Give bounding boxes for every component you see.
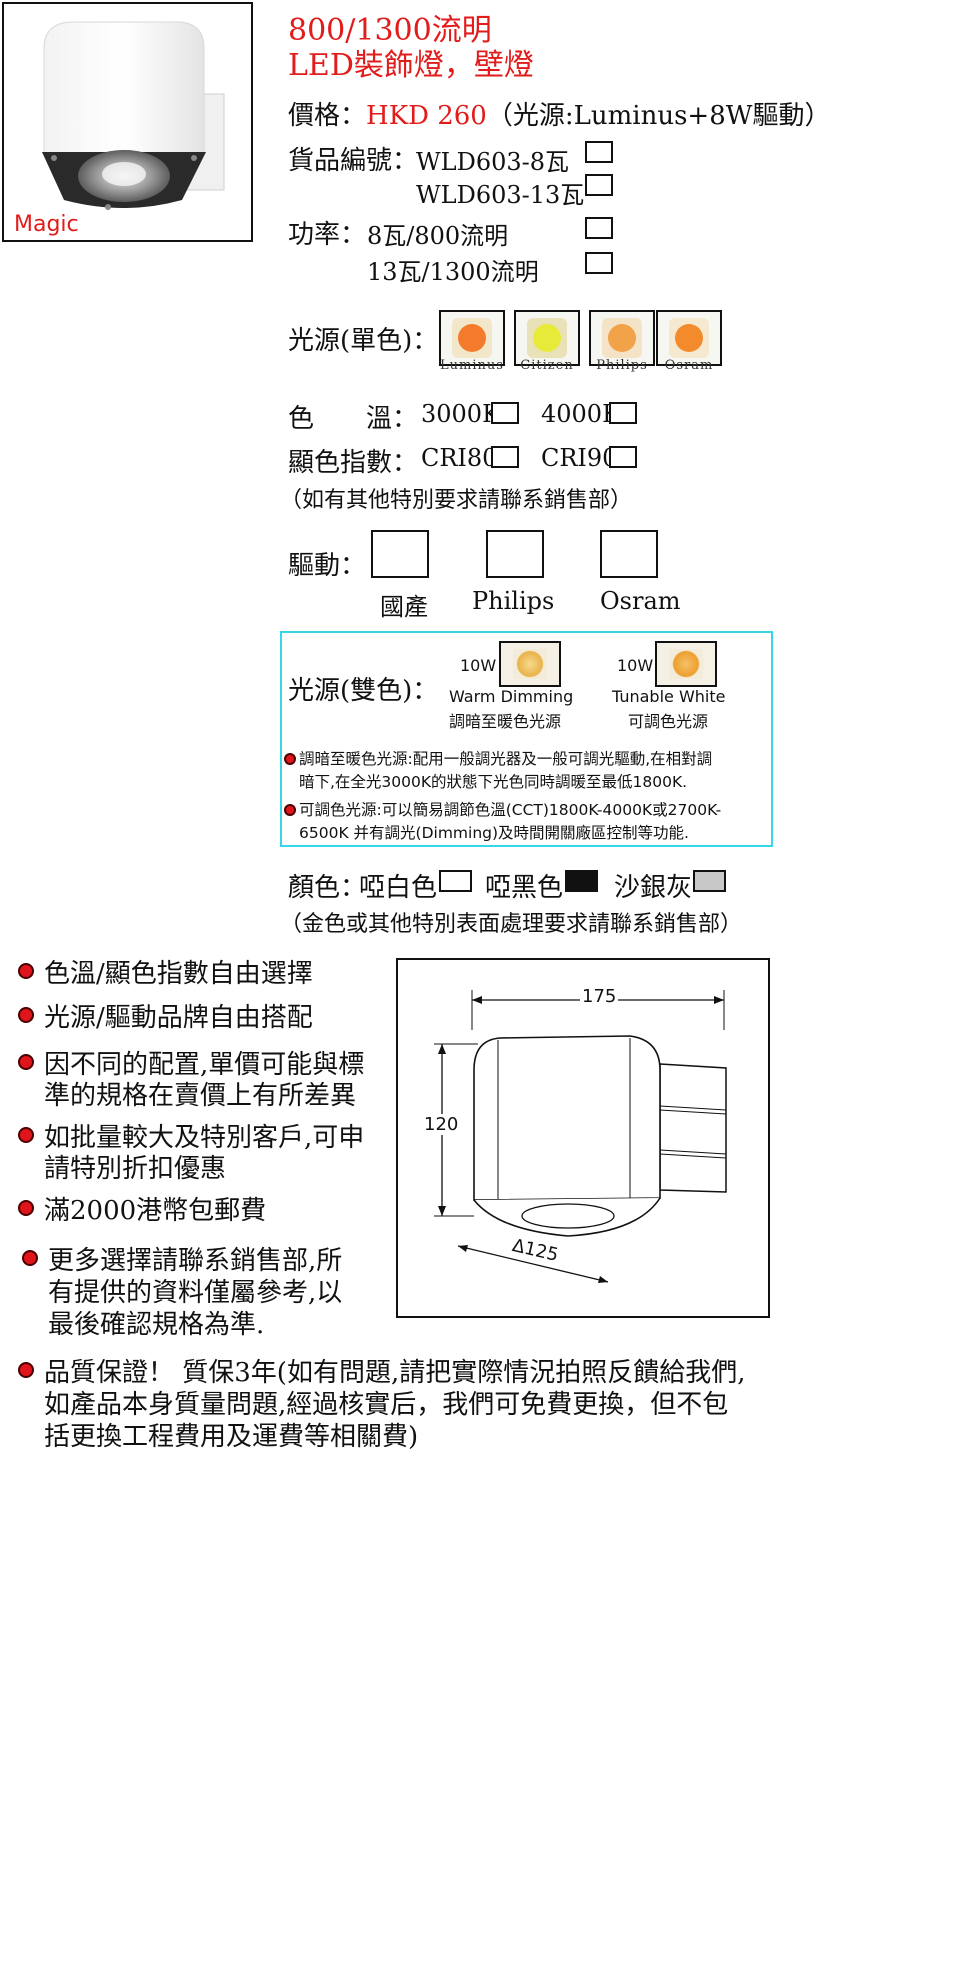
feature-bullet-1 [18,963,34,979]
title-line-2: LED裝飾燈，壁燈 [288,48,534,83]
dual-note-2a: 可調色光源:可以簡易調節色溫(CCT)1800K-4000K或2700K- [299,801,722,819]
color-temp-option-2: 4000K [541,400,621,428]
item-no-checkbox-2[interactable] [585,174,613,196]
dual-note-2b: 6500K 并有調光(Dimming)及時間開關廠區控制等功能. [299,824,689,842]
warranty-line-3: 括更換工程費用及運費等相關費) [44,1422,419,1452]
driver-checkbox-1[interactable] [371,530,429,578]
power-option-2: 13瓦/1300流明 [367,258,539,286]
driver-checkbox-3[interactable] [600,530,658,578]
price-note: （光源:Luminus+8W驅動） [486,101,831,131]
led-philips[interactable] [589,310,655,366]
led-label-osram: Osram [664,358,714,373]
finish-option-3: 沙銀灰 [614,873,693,903]
feature-4b: 請特別折扣優惠 [44,1154,227,1184]
dual-item-1-zh: 調暗至暖色光源 [449,712,562,731]
dual-note-bullet-1 [284,753,296,765]
driver-label: 驅動： [288,551,367,581]
power-label: 功率： [288,220,367,250]
product-photo-frame: Magic [2,2,253,242]
power-checkbox-2[interactable] [585,252,613,274]
feature-bullet-2 [18,1007,34,1023]
led-label-luminus: Luminus [440,358,504,373]
color-temp-option-1: 3000K [421,400,501,428]
led-osram[interactable] [656,310,722,366]
cri-label: 顯色指數： [288,448,419,478]
driver-option-3: Osram [600,587,681,615]
color-temp-label: 色 溫： [288,404,419,434]
dimension-width: 175 [580,986,619,1007]
feature-6a: 更多選擇請聯系銷售部,所 [48,1246,343,1276]
item-no-option-2: WLD603-13瓦 [416,181,585,209]
photo-label: Magic [14,212,79,237]
dual-note-1a: 調暗至暖色光源:配用一般調光器及一般可調光驅動,在相對調 [299,750,713,768]
finish-swatch-silver[interactable] [693,870,726,892]
cri-checkbox-2[interactable] [609,446,637,468]
light-dual-label: 光源(雙色)： [288,676,439,706]
light-single-label: 光源(單色)： [288,326,439,356]
warm-dimming-chip[interactable] [499,641,561,687]
driver-option-1: 國產 [380,593,428,621]
dual-note-1b: 暗下,在全光3000K的狀態下光色同時調暖至最低1800K. [299,773,688,791]
color-temp-checkbox-1[interactable] [491,402,519,424]
warranty-line-2: 如產品本身質量問題,經過核實后，我們可免費更換，但不包 [44,1390,729,1420]
color-temp-checkbox-2[interactable] [609,402,637,424]
finish-swatch-white[interactable] [439,870,472,892]
item-no-checkbox-1[interactable] [585,141,613,163]
feature-2: 光源/驅動品牌自由搭配 [44,1003,313,1033]
feature-3b: 準的規格在賣價上有所差異 [44,1081,357,1111]
price-value: HKD 260 [366,101,487,131]
tunable-white-chip[interactable] [655,641,717,687]
dual-light-panel [280,631,773,847]
cri-option-1: CRI80 [421,444,498,472]
led-label-citizen: Citizen [520,358,574,373]
dimension-height: 120 [424,1114,459,1135]
dual-item-2-watt: 10W [617,656,654,675]
feature-bullet-6 [22,1250,38,1266]
feature-6c: 最後確認規格為準. [48,1310,265,1340]
feature-bullet-5 [18,1200,34,1216]
wall-lamp-photo [42,21,225,210]
feature-4a: 如批量較大及特別客戶,可申 [44,1123,365,1153]
price-label: 價格： [288,101,367,131]
item-no-option-1: WLD603-8瓦 [416,148,570,176]
warranty-line-1: 品質保證！ 質保3年(如有問題,請把實際情況拍照反饋給我們, [44,1358,746,1388]
driver-checkbox-2[interactable] [486,530,544,578]
feature-3a: 因不同的配置,單價可能與標 [44,1050,365,1080]
power-checkbox-1[interactable] [585,217,613,239]
cri-option-2: CRI90 [541,444,618,472]
dual-item-2-zh: 可調色光源 [628,712,709,731]
led-label-philips: Philips [596,358,648,373]
dual-item-2-name: Tunable White [612,687,726,706]
led-citizen[interactable] [514,310,580,366]
lamp-line-drawing [434,990,727,1283]
finish-note: （金色或其他特別表面處理要求請聯系銷售部） [280,912,743,937]
led-luminus[interactable] [439,310,505,366]
item-no-label: 貨品編號： [288,146,419,176]
feature-1: 色溫/顯色指數自由選擇 [44,959,313,989]
dual-item-1-name: Warm Dimming [449,687,574,706]
driver-option-2: Philips [472,587,555,615]
feature-bullet-3 [18,1054,34,1070]
dimension-drawing: 175 120 Δ125 [396,958,770,1318]
dual-item-1-watt: 10W [460,656,497,675]
finish-swatch-black[interactable] [565,870,598,892]
cri-checkbox-1[interactable] [491,446,519,468]
feature-5: 滿2000港幣包郵費 [44,1196,267,1226]
finish-option-1: 啞白色 [359,873,438,903]
power-option-1: 8瓦/800流明 [367,222,509,250]
title-line-1: 800/1300流明 [288,13,492,48]
warranty-bullet [18,1362,34,1378]
feature-6b: 有提供的資料僅屬參考,以 [48,1278,343,1308]
finish-option-2: 啞黑色 [485,873,564,903]
dual-note-bullet-2 [284,804,296,816]
price-row: 價格：HKD 260（光源:Luminus+8W驅動） [288,95,830,132]
feature-bullet-4 [18,1127,34,1143]
special-note: （如有其他特別要求請聯系銷售部） [280,488,633,513]
finish-label: 顏色： [288,873,367,903]
